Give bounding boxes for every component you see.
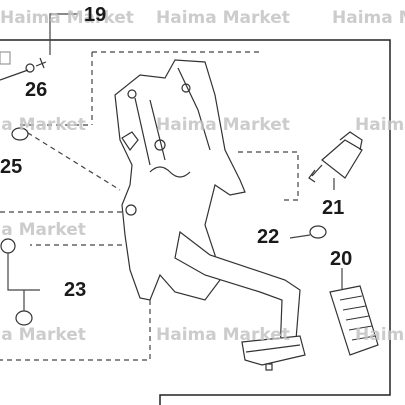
watermark: Haima Market [355, 115, 405, 135]
clip-23a [0, 238, 16, 254]
switch-plunger [308, 164, 323, 183]
watermark: Haima Market [0, 220, 86, 240]
pedal-footplate [241, 335, 306, 366]
label-tag-top-left [0, 51, 11, 65]
bracket-slot [121, 131, 139, 152]
switch-connector [339, 131, 363, 151]
bracket-hole-mid [154, 139, 166, 151]
pedal-footplate-edge [245, 344, 301, 353]
pedal-bolt [265, 363, 273, 371]
clip-23b [15, 310, 33, 326]
callout-26: 26 [25, 79, 48, 101]
dashed-leader-25 [19, 127, 121, 191]
bracket-hole-top [127, 89, 137, 99]
watermark: Haima Market [0, 8, 134, 28]
watermark: Haima Market [0, 325, 86, 345]
callout-22: 22 [257, 226, 280, 248]
watermark: Haima Market [355, 325, 405, 345]
watermark: Haima Market [332, 8, 405, 28]
bracket-hole-low [125, 204, 137, 216]
callout-20: 20 [330, 248, 353, 270]
clip-25 [11, 127, 29, 141]
dashed-box-lower [0, 211, 151, 361]
switch-body [321, 139, 363, 179]
bracket-spring [149, 166, 191, 178]
callout-19: 19 [84, 4, 107, 26]
bushing-22 [309, 225, 327, 239]
callout-25: 25 [0, 156, 23, 178]
watermark: Haima Market [0, 115, 86, 135]
pedal-pad-ribs [339, 295, 376, 341]
leader-22 [289, 234, 311, 239]
watermark: Haima Market [156, 8, 290, 28]
leader-23 [7, 253, 40, 311]
screw-19 [35, 57, 47, 69]
callout-21: 21 [322, 197, 345, 219]
leader-19 [49, 13, 78, 55]
bracket-hole-right [181, 83, 191, 93]
watermark: Haima Market [156, 115, 290, 135]
dashed-box-right [238, 151, 299, 201]
watermark: Haima Market [156, 325, 290, 345]
washer-26 [25, 63, 35, 73]
rod-26 [0, 69, 29, 81]
callout-23: 23 [64, 279, 87, 301]
frame-line [0, 39, 391, 405]
dashed-box-upper [20, 51, 260, 126]
